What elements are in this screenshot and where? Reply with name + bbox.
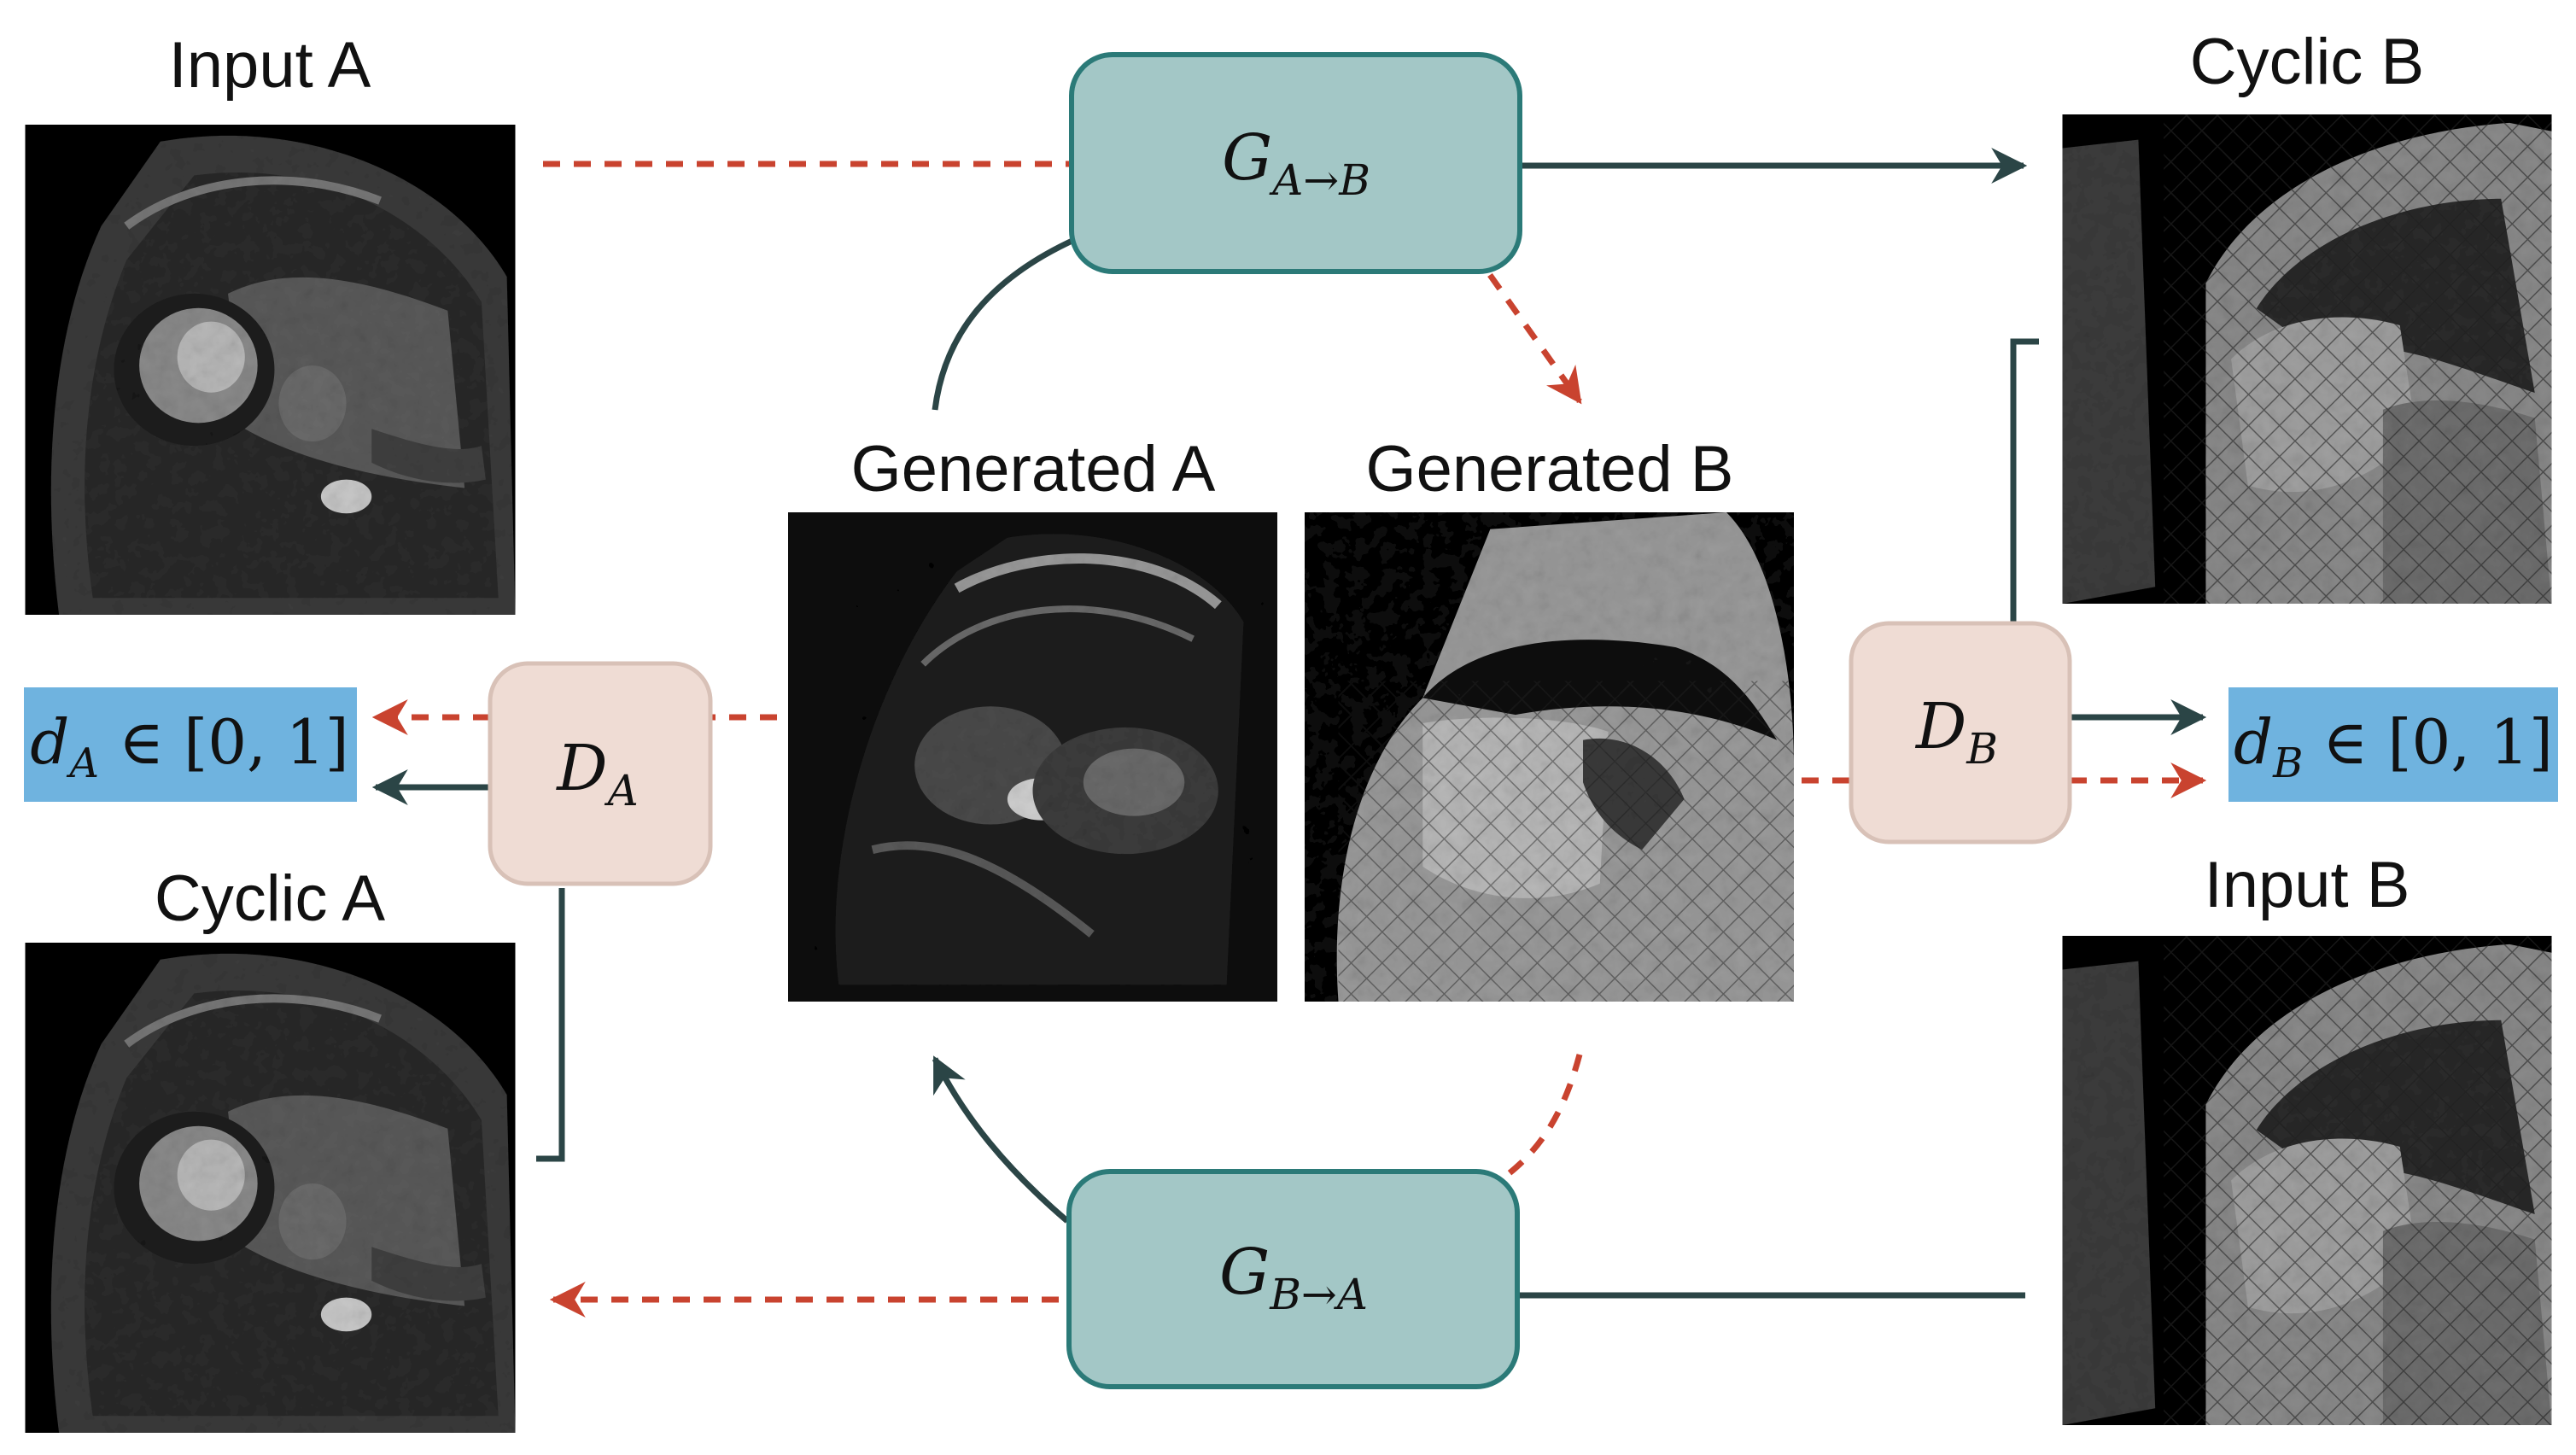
output-a: dA ∈ [0, 1] <box>24 687 357 802</box>
image-generated-b <box>1305 512 1794 1002</box>
svg-text:GB→A: GB→A <box>1219 1236 1368 1319</box>
output-b: dB ∈ [0, 1] <box>2228 687 2558 802</box>
label-input-b: Input B <box>2205 849 2410 921</box>
dashed-gab-to-generated-b <box>1487 272 1582 405</box>
image-input-b <box>2062 936 2552 1425</box>
gba-symbol: G <box>1219 1236 1270 1309</box>
label-cyclic-b: Cyclic B <box>2190 26 2424 98</box>
output-a-symbol: d <box>30 706 69 778</box>
curve-generated-a-to-gab <box>932 236 1078 411</box>
arrow-gba-to-generated-a <box>932 1055 1070 1224</box>
output-b-subscript: B <box>2272 739 2303 787</box>
db-subscript: B <box>1966 724 1998 774</box>
svg-text:DB: DB <box>1914 690 1998 774</box>
output-a-subscript: A <box>66 739 99 787</box>
solid-connectors <box>371 148 2207 1299</box>
output-b-symbol: d <box>2234 706 2273 778</box>
label-generated-b: Generated B <box>1366 433 1734 505</box>
bracket-cyclic-b-to-db <box>2010 338 2039 623</box>
dashed-generated-b-to-gba <box>1500 1054 1583 1181</box>
image-generated-a <box>788 512 1277 1002</box>
svg-text:DA: DA <box>555 732 638 815</box>
label-input-a: Input A <box>169 29 371 102</box>
label-cyclic-a: Cyclic A <box>155 862 386 935</box>
dashed-connectors <box>371 161 2207 1318</box>
da-symbol: D <box>555 732 607 805</box>
output-a-range: ∈ [0, 1] <box>99 706 349 778</box>
generator-b-to-a: GB→A <box>1066 1169 1520 1389</box>
discriminator-b: DB <box>1849 621 2072 844</box>
bracket-cyclic-a-to-da <box>536 888 565 1162</box>
generator-a-to-b: GA→B <box>1069 52 1522 274</box>
image-cyclic-b <box>2062 114 2552 604</box>
label-generated-a: Generated A <box>851 433 1216 505</box>
output-b-range: ∈ [0, 1] <box>2303 706 2553 778</box>
gab-subscript: A→B <box>1269 155 1370 205</box>
svg-text:dB ∈ [0, 1]: dB ∈ [0, 1] <box>2234 706 2553 787</box>
da-subscript: A <box>605 766 639 815</box>
image-cyclic-a <box>26 943 516 1433</box>
svg-text:GA→B: GA→B <box>1222 121 1370 205</box>
gab-symbol: G <box>1222 121 1272 195</box>
discriminator-a: DA <box>488 661 713 886</box>
image-input-a <box>26 125 516 615</box>
svg-text:dA ∈ [0, 1]: dA ∈ [0, 1] <box>30 706 348 787</box>
db-symbol: D <box>1914 690 1966 763</box>
gba-subscript: B→A <box>1269 1270 1368 1319</box>
